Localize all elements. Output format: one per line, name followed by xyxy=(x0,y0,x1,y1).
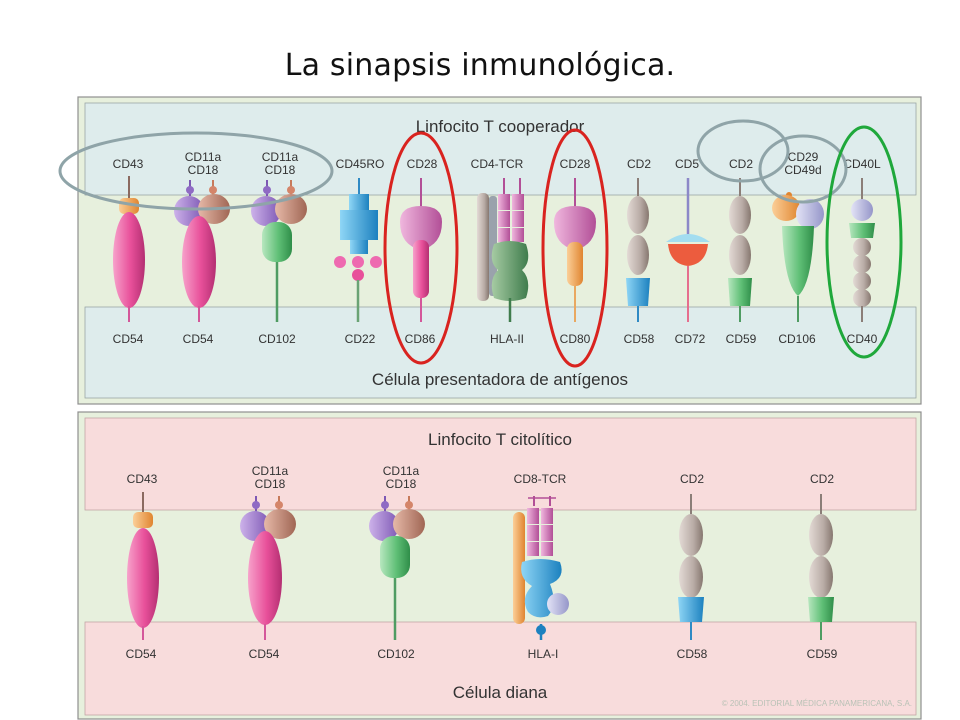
ligand-label: CD54 xyxy=(249,647,280,661)
molecule-label: CD2 xyxy=(680,472,704,486)
cd11a-cd18-cd102-pair xyxy=(369,496,425,640)
ligand-label: CD58 xyxy=(624,332,655,346)
ligand-label: CD54 xyxy=(183,332,214,346)
highlight-ring-red xyxy=(541,128,609,368)
target-cell-label: Célula diana xyxy=(453,683,548,702)
ctl-label: Linfocito T citolítico xyxy=(428,430,572,449)
target-cell-membrane xyxy=(84,621,917,716)
ligand-label: CD59 xyxy=(807,647,838,661)
highlight-ring-green xyxy=(825,125,903,359)
cd2-cd58-pair xyxy=(626,178,650,322)
ligand-label: HLA-II xyxy=(490,332,524,346)
apc-membrane xyxy=(84,306,917,399)
cd11a-cd18-cd54-pair xyxy=(240,496,296,640)
ligand-label: CD54 xyxy=(126,647,157,661)
molecule-label: CD28 xyxy=(407,157,438,171)
cd40l-cd40-pair xyxy=(849,178,875,322)
cd2-cd59-pair xyxy=(808,494,834,640)
molecule-label: CD5 xyxy=(675,157,699,171)
ctl-membrane xyxy=(84,417,917,511)
copyright-notice: © 2004. EDITORIAL MÉDICA PANAMERICANA, S… xyxy=(722,699,912,708)
cd4-tcr-hla-ii-complex xyxy=(477,178,529,322)
cd8-tcr-hla-i-complex xyxy=(513,496,569,640)
molecule-label: CD43 xyxy=(113,157,144,171)
molecule-label: CD8-TCR xyxy=(514,472,567,486)
apc-label: Célula presentadora de antígenos xyxy=(372,370,628,389)
ligand-label: HLA-I xyxy=(528,647,559,661)
molecule-label: CD2 xyxy=(627,157,651,171)
cd28-cd86-pair xyxy=(400,178,442,322)
slide-title: La sinapsis inmunológica. xyxy=(284,48,676,83)
ligand-label: CD102 xyxy=(258,332,296,346)
top-panel: Linfocito T cooperador Célula presentado… xyxy=(58,96,922,405)
ligand-label: CD54 xyxy=(113,332,144,346)
molecule-label: CD2 xyxy=(729,157,753,171)
ligand-label: CD22 xyxy=(345,332,376,346)
ligand-label: CD86 xyxy=(405,332,436,346)
highlight-ring-red xyxy=(383,131,459,365)
cd5-cd72-pair xyxy=(666,178,710,322)
bottom-panel: Linfocito T citolítico Célula diana CD43… xyxy=(77,411,922,720)
ligand-label: CD59 xyxy=(726,332,757,346)
molecule-label: CD4-TCR xyxy=(471,157,524,171)
highlight-ring-gray xyxy=(696,119,790,183)
ligand-label: CD106 xyxy=(778,332,816,346)
ligand-label: CD72 xyxy=(675,332,706,346)
cd11a-cd18-cd54-pair xyxy=(174,180,230,322)
molecule-label: CD2 xyxy=(810,472,834,486)
molecule-label: CD40L xyxy=(843,157,881,171)
molecule-label: CD45RO xyxy=(336,157,385,171)
cd2-cd58-pair xyxy=(678,494,704,640)
ligand-label: CD80 xyxy=(560,332,591,346)
t-helper-membrane xyxy=(84,102,917,196)
ligand-label: CD102 xyxy=(377,647,415,661)
molecule-label: CD28 xyxy=(560,157,591,171)
highlight-ring-gray xyxy=(758,134,848,204)
ligand-label: CD40 xyxy=(847,332,878,346)
ligand-label: CD58 xyxy=(677,647,708,661)
t-helper-label: Linfocito T cooperador xyxy=(416,117,585,136)
cd43-cd54-pair xyxy=(127,492,159,640)
cd2-cd59-pair xyxy=(728,178,752,322)
cd28-cd80-pair xyxy=(554,178,596,322)
cd45ro-cd22-pair xyxy=(334,178,382,322)
molecule-label: CD43 xyxy=(127,472,158,486)
highlight-ring-gray xyxy=(58,131,334,211)
